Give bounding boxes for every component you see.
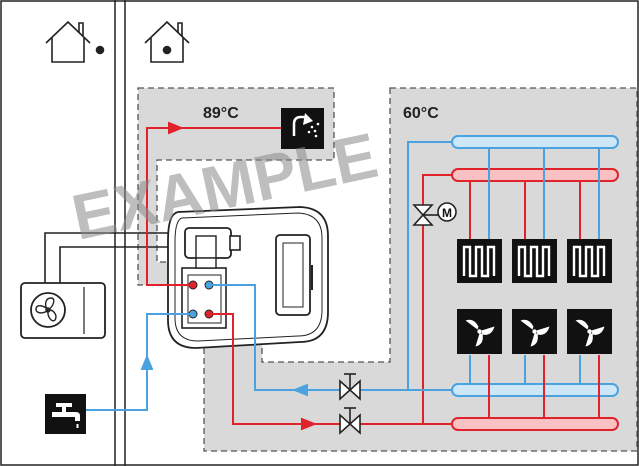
heating-temperature-label: 60°C — [403, 105, 439, 122]
boiler-unit-icon — [167, 206, 329, 349]
fan-coil-icon — [457, 309, 502, 354]
emitter-connections — [469, 148, 600, 418]
water-tap-icon — [45, 394, 86, 434]
motorized-valve-icon: M — [412, 202, 457, 226]
flow-header-bottom — [451, 417, 619, 431]
inside-house-icon — [144, 20, 190, 63]
underfloor-heating-icon — [512, 239, 557, 283]
underfloor-heating-icon — [567, 239, 612, 283]
outside-house-icon — [45, 20, 105, 63]
cold-water-supply-pipe — [86, 313, 193, 411]
fan-coil-icon — [567, 309, 612, 354]
dhw-hot-pipe — [146, 121, 281, 286]
outdoor-unit-fan-icon — [20, 282, 106, 339]
shower-icon — [281, 108, 324, 149]
flow-header-top — [451, 168, 619, 182]
dhw-temperature-label: 89°C — [203, 105, 239, 122]
motor-valve-label: M — [442, 206, 452, 220]
underfloor-heating-icon — [457, 239, 502, 283]
shutoff-valve-icon — [339, 407, 361, 435]
fan-coil-icon — [512, 309, 557, 354]
return-header-top — [451, 135, 619, 149]
return-header-bottom — [451, 383, 619, 397]
shutoff-valve-icon — [339, 373, 361, 401]
outdoor-unit-pipes — [44, 232, 182, 283]
